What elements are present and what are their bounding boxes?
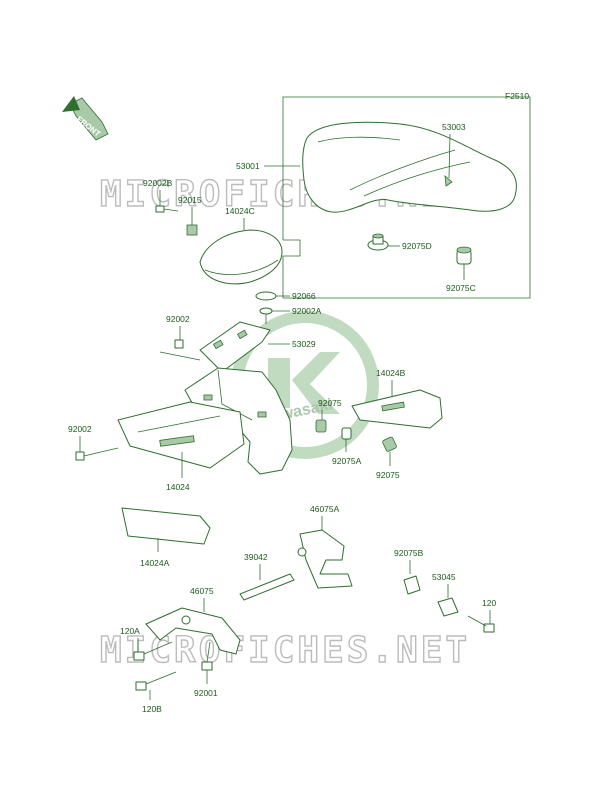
seat-group-frame — [282, 96, 531, 299]
damper-92075b — [403, 575, 421, 595]
watermark-bottom: MICROFICHES.NET — [100, 630, 470, 671]
label-53001: 53001 — [236, 161, 260, 171]
label-92075C: 92075C — [446, 283, 476, 293]
label-53003: 53003 — [442, 122, 466, 132]
damper-92075-mid — [315, 419, 327, 433]
label-92075A: 92075A — [332, 456, 362, 466]
label-14024B: 14024B — [376, 368, 406, 378]
rod-39042 — [239, 573, 295, 601]
seat-53001 — [302, 121, 517, 213]
label-92002-top: 92002 — [166, 314, 190, 324]
label-14024A: 14024A — [140, 558, 170, 568]
label-92075-low: 92075 — [376, 470, 400, 480]
label-39042: 39042 — [244, 552, 268, 562]
damper-92075c — [456, 246, 472, 265]
label-92075B: 92075B — [394, 548, 424, 558]
side-cover-14024 — [117, 401, 245, 469]
label-92002A: 92002A — [292, 306, 322, 316]
label-46075A: 46075A — [310, 504, 340, 514]
label-92075D: 92075D — [402, 241, 432, 251]
label-120A: 120A — [120, 626, 140, 636]
label-92066: 92066 — [292, 291, 316, 301]
label-53029: 53029 — [292, 339, 316, 349]
damper-92075-low — [382, 436, 397, 452]
bracket-46075a — [297, 529, 353, 589]
label-92001: 92001 — [194, 688, 218, 698]
damper-92075a — [341, 427, 352, 440]
damper-92075d — [367, 233, 389, 251]
clip-92015 — [186, 224, 198, 236]
bracket-46075 — [145, 607, 241, 655]
bolt-120a — [133, 641, 173, 661]
label-92015: 92015 — [178, 195, 202, 205]
bolt-92002-left — [75, 447, 119, 461]
label-53045: 53045 — [432, 572, 456, 582]
cap-92066 — [255, 291, 277, 301]
front-arrow-icon: FRONT — [62, 96, 109, 141]
label-120B: 120B — [142, 704, 162, 714]
label-92075-mid: 92075 — [318, 398, 342, 408]
label-14024: 14024 — [166, 482, 190, 492]
bolt-92002b — [155, 205, 179, 213]
bolt-92002-top — [159, 339, 201, 361]
label-120: 120 — [482, 598, 496, 608]
lock-53045 — [437, 597, 459, 617]
label-14024C: 14024C — [225, 206, 255, 216]
seat-cover-14024c — [199, 229, 283, 285]
label-46075: 46075 — [190, 586, 214, 596]
label-92002-left: 92002 — [68, 424, 92, 434]
bolt-120b — [135, 671, 177, 691]
side-cover-14024b — [351, 389, 443, 429]
leader-53003 — [448, 133, 451, 179]
bolt-120 — [467, 615, 495, 633]
diagram-code: F2510 — [505, 91, 529, 101]
label-92002B: 92002B — [143, 178, 173, 188]
cover-14024a — [121, 507, 211, 545]
